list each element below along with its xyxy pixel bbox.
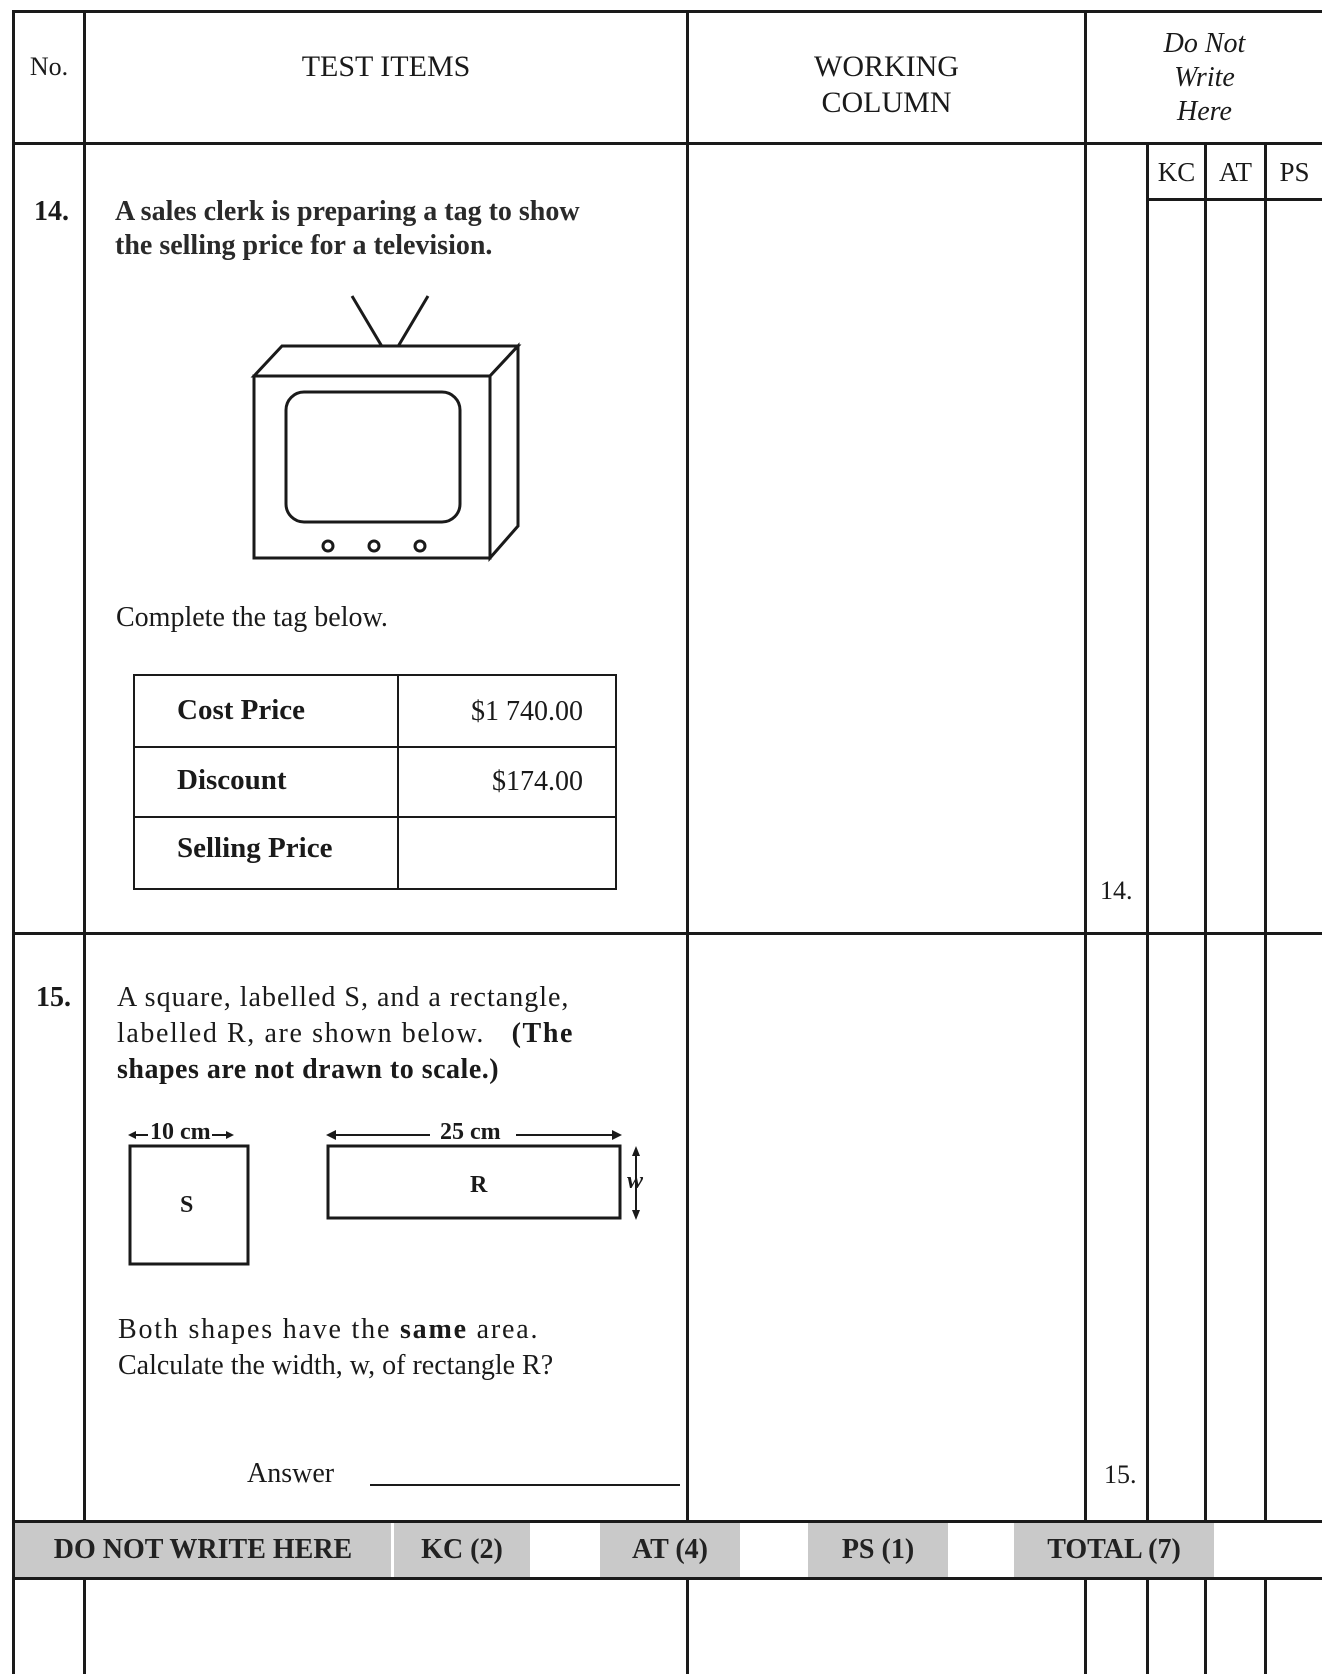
square-s (128, 1144, 250, 1266)
q15-answer-line[interactable] (370, 1484, 680, 1486)
footer-kc: KC (2) (394, 1523, 530, 1577)
tv-screen (284, 390, 462, 524)
price-tag-table: Cost Price $1 740.00 Discount $174.00 Se… (133, 674, 617, 890)
q15-text-line2-bold: (The (511, 1018, 575, 1049)
rectangle-r (326, 1144, 622, 1220)
footer-bottom-divider (12, 1577, 1322, 1580)
tv-side-face (488, 342, 520, 562)
q15-text-line2-plain: labelled R, are shown below. (117, 1018, 486, 1049)
header-dnw-3: Here (1177, 96, 1232, 127)
shapes-diagram (128, 1130, 640, 1266)
tag-selling-price-value[interactable] (405, 834, 583, 874)
q15-text-line3: shapes are not drawn to scale.) (117, 1054, 500, 1085)
q15-text-line4-pre: Both shapes have the (118, 1314, 392, 1345)
header-divider (12, 142, 1084, 145)
tv-top-face (250, 344, 522, 378)
col-no-divider (83, 10, 86, 1674)
header-working-1: WORKING (814, 50, 959, 83)
footer-ps: PS (1) (808, 1523, 948, 1577)
tag-col-divider (397, 676, 399, 888)
rect-dim-label: 25 cm (440, 1119, 501, 1145)
subcol-kc-left (1146, 142, 1149, 1520)
q15-text-line5: Calculate the width, w, of rectangle R? (118, 1350, 554, 1381)
television-illustration (250, 295, 522, 562)
col-working-divider (686, 10, 689, 1674)
q15-number: 15. (36, 982, 71, 1013)
rect-width-label: w (627, 1168, 644, 1194)
tv-knob-1 (321, 539, 335, 553)
tag-row-divider-1 (135, 746, 615, 748)
tv-knob-3 (413, 539, 427, 553)
tag-cost-price-value: $1 740.00 (471, 696, 583, 727)
q15-text-line4-post: area. (476, 1314, 540, 1345)
q14-text-line1: A sales clerk is preparing a tag to show (115, 196, 580, 227)
left-border (12, 10, 15, 1674)
q14-margin-mark: 14. (1100, 876, 1133, 905)
header-test-items: TEST ITEMS (301, 50, 471, 83)
q15-footer-divider (12, 1520, 1322, 1523)
square-dim-label: 10 cm (150, 1119, 211, 1145)
top-border (12, 10, 1322, 13)
q15-margin-mark: 15. (1104, 1460, 1137, 1489)
footer-at: AT (4) (600, 1523, 740, 1577)
q14-text-line2: the selling price for a television. (115, 230, 493, 261)
tag-discount-value: $174.00 (492, 766, 583, 797)
tag-selling-price-label: Selling Price (177, 832, 333, 864)
header-no: No. (29, 52, 69, 81)
subcol-ps-left (1264, 142, 1267, 1520)
tag-discount-label: Discount (177, 764, 287, 796)
header-working-2: COLUMN (821, 86, 952, 119)
subcol-at-left (1204, 142, 1207, 1520)
q15-text-line4: Both shapes have the same area. (118, 1312, 539, 1348)
subheader-at: AT (1219, 157, 1252, 187)
header-dnw-2: Write (1174, 62, 1235, 93)
footer-total: TOTAL (7) (1014, 1523, 1214, 1577)
q14-q15-divider (12, 932, 1322, 935)
footer-do-not-write: DO NOT WRITE HERE (15, 1523, 391, 1577)
bottom-ps-left (1264, 1577, 1267, 1674)
rect-r-label: R (470, 1172, 488, 1198)
tv-knob-2 (367, 539, 381, 553)
tag-row-divider-2 (135, 816, 615, 818)
bottom-at-left (1204, 1577, 1207, 1674)
col-dnw-divider (1084, 10, 1087, 1674)
dnw-header-bottom (1084, 142, 1322, 145)
q15-answer-label: Answer (247, 1458, 335, 1489)
subcol-header-bottom (1146, 198, 1322, 201)
subheader-ps: PS (1279, 157, 1310, 187)
q15-text-line1: A square, labelled S, and a rectangle, (117, 982, 570, 1013)
header-dnw-1: Do Not (1163, 28, 1246, 59)
bottom-kc-left (1146, 1577, 1149, 1674)
q15-text-line4-bold: same (399, 1314, 468, 1345)
subheader-kc: KC (1157, 157, 1196, 187)
square-s-label: S (180, 1192, 194, 1218)
tag-cost-price-label: Cost Price (177, 694, 306, 726)
q14-instruction: Complete the tag below. (116, 602, 388, 633)
q14-number: 14. (34, 196, 69, 227)
q15-text-line2: labelled R, are shown below. (The (117, 1016, 574, 1052)
